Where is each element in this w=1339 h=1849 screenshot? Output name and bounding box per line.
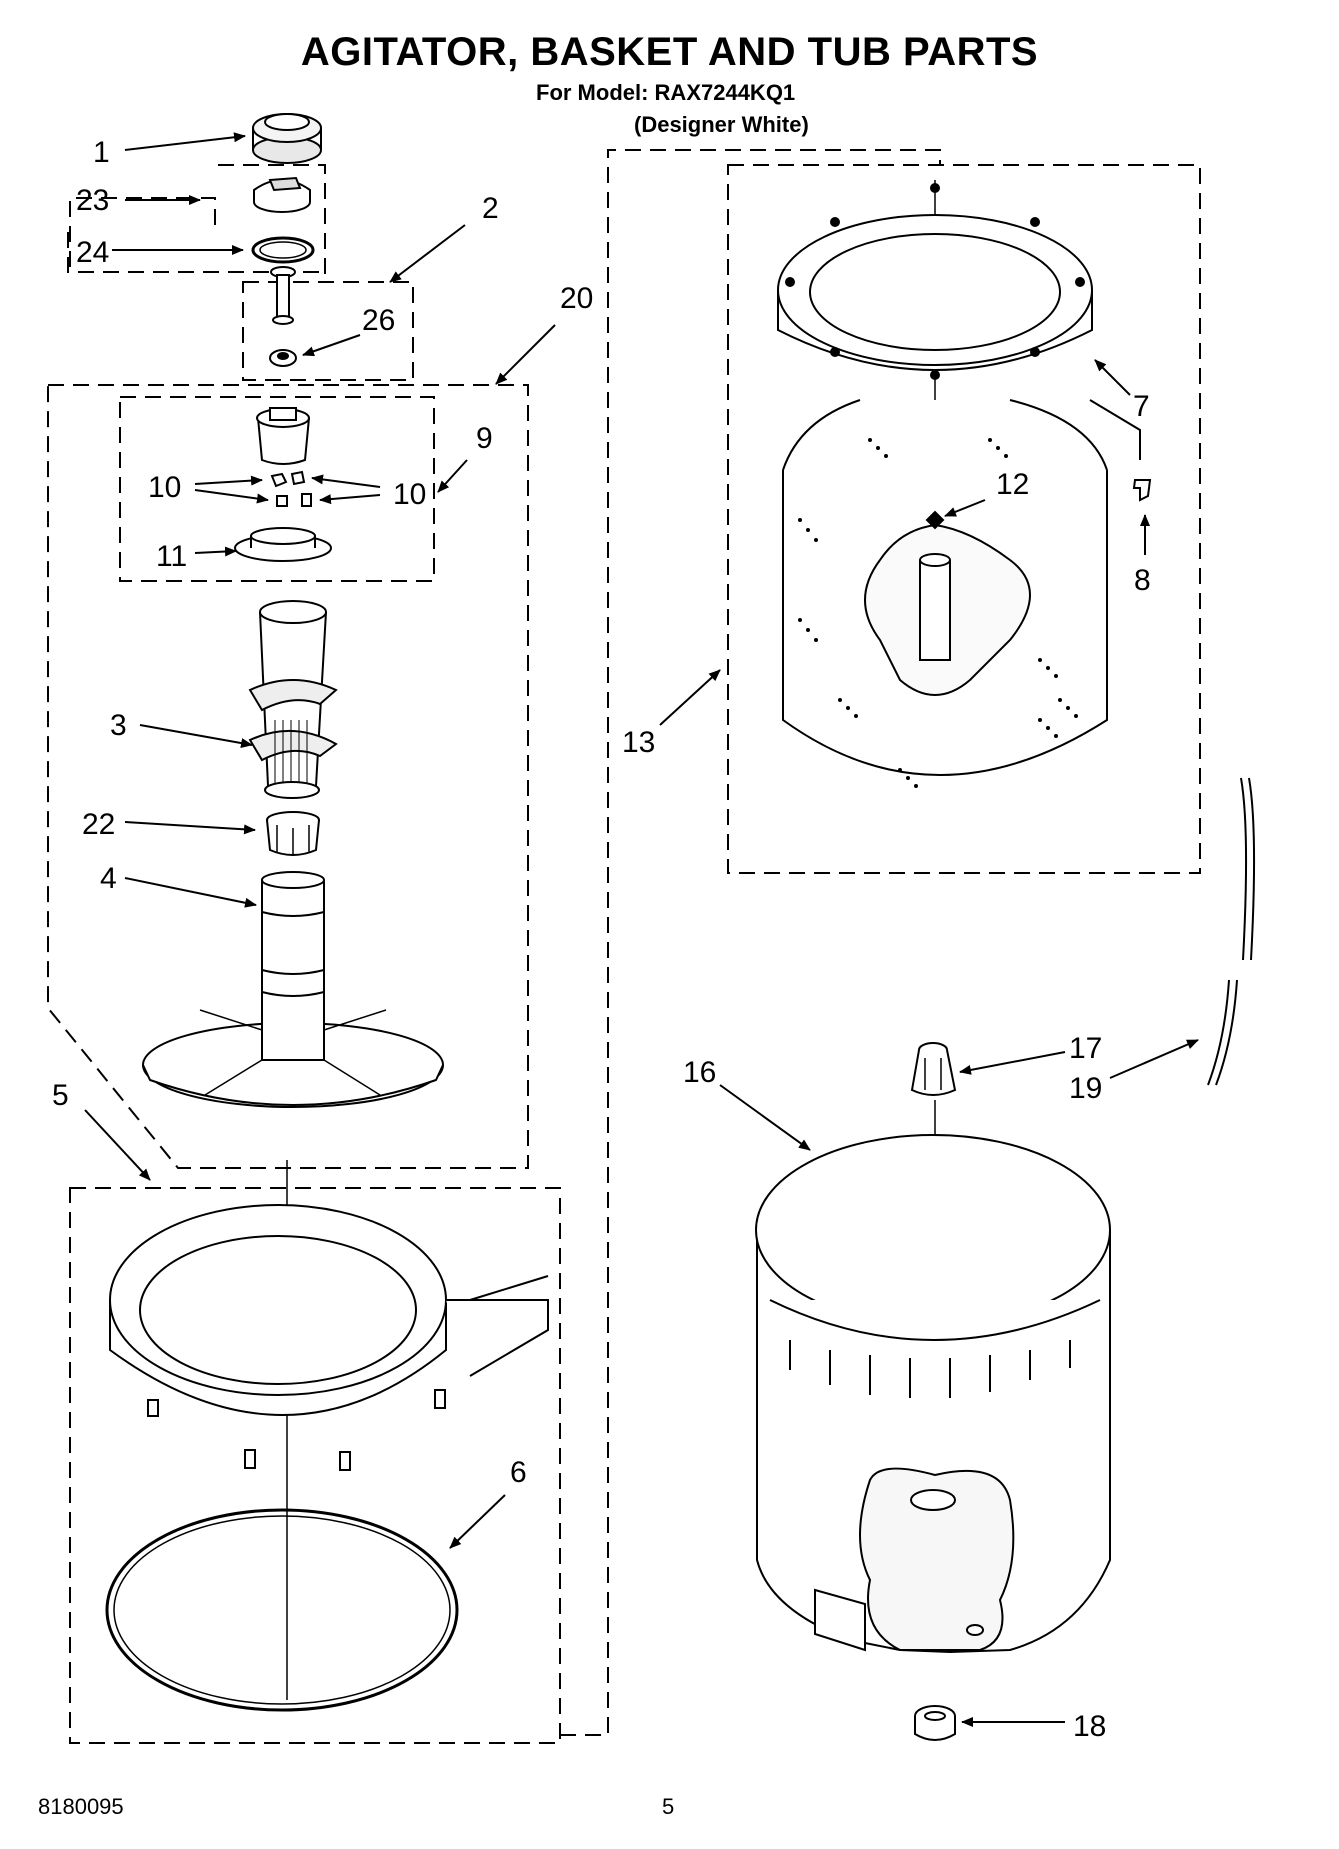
washer-part-26: [269, 349, 297, 367]
group-box-24: [67, 232, 325, 273]
callout-9: 9: [476, 422, 493, 455]
balance-ring-part-7: [777, 183, 1093, 380]
coupling-part-22: [266, 811, 320, 856]
leader-13: [659, 669, 721, 726]
ring-part-24: [251, 236, 315, 264]
callout-19: 19: [1069, 1072, 1102, 1105]
basket-part-13: [782, 399, 1108, 776]
callout-20: 20: [560, 282, 593, 315]
group-box-20: [47, 384, 529, 1169]
leader-7: [1094, 359, 1131, 396]
callout-18: 18: [1073, 1710, 1106, 1743]
dog-cam-cup-part-9: [256, 407, 310, 465]
model-variant: (Designer White): [634, 112, 809, 137]
callout-23: 23: [76, 184, 109, 217]
leader-10a-top: [194, 475, 263, 486]
leader-10a-bot: [194, 489, 269, 504]
callout-6: 6: [510, 1456, 527, 1489]
leader-26: [302, 334, 361, 357]
bolt-part-2: [270, 266, 296, 325]
basket-perforations: [798, 438, 1078, 788]
callout-1: 1: [93, 136, 110, 169]
callout-4: 4: [100, 862, 117, 895]
leader-17: [959, 1051, 1066, 1075]
group-box-13: [727, 164, 1201, 874]
callout-10-left: 10: [148, 471, 181, 504]
leader-1: [124, 132, 246, 151]
callout-8: 8: [1134, 564, 1151, 597]
callout-7: 7: [1133, 390, 1150, 423]
leader-16: [719, 1084, 811, 1151]
group-box-9: [119, 396, 435, 582]
callout-11: 11: [156, 540, 187, 573]
document-number: 8180095: [38, 1794, 124, 1819]
callout-13: 13: [622, 726, 655, 759]
leader-10b-bot: [319, 494, 381, 505]
leader-9: [437, 459, 468, 493]
callout-5: 5: [52, 1079, 69, 1112]
callout-16: 16: [683, 1056, 716, 1089]
page-number: 5: [662, 1794, 675, 1819]
leader-4: [124, 877, 257, 908]
callout-24: 24: [76, 236, 109, 269]
callout-22: 22: [82, 808, 115, 841]
callout-2: 2: [482, 192, 499, 225]
tub-part-16: [755, 1134, 1111, 1654]
leader-19: [1109, 1039, 1199, 1079]
cap-part: [252, 113, 322, 164]
nozzle-part-17: [910, 1042, 957, 1096]
page-title: AGITATOR, BASKET AND TUB PARTS: [300, 30, 1039, 74]
leader-2: [389, 224, 466, 283]
callout-3: 3: [110, 709, 127, 742]
tub-ring-part-5: [109, 1204, 549, 1471]
dog-parts-10: [270, 470, 312, 507]
group-box-23: [69, 164, 326, 280]
leader-5: [84, 1109, 151, 1181]
callout-12: 12: [996, 468, 1029, 501]
connection-line: [560, 149, 941, 1736]
group-box-5: [69, 1187, 561, 1744]
agitator-base-part-4: [142, 871, 444, 1108]
seal-ring-part-6: [105, 1508, 459, 1712]
leader-11: [194, 546, 237, 557]
leader-20: [495, 324, 556, 385]
agitator-barrel-part-3: [248, 600, 338, 799]
callout-17: 17: [1069, 1032, 1102, 1065]
hose-part-19: [1207, 777, 1256, 1086]
cam-retainer-part-11: [234, 527, 332, 562]
leader-6: [449, 1494, 506, 1549]
cam-part-23: [253, 176, 311, 213]
model-line: For Model: RAX7244KQ1: [536, 80, 796, 105]
leader-22: [124, 821, 256, 835]
callout-10-right: 10: [393, 478, 426, 511]
callout-26: 26: [362, 304, 395, 337]
plug-part-18: [914, 1705, 956, 1741]
group-box-2: [242, 281, 414, 381]
leader-3: [139, 724, 253, 748]
leader-12: [944, 499, 986, 517]
leader-10b-top: [311, 474, 381, 488]
clip-part-8: [1089, 399, 1152, 502]
